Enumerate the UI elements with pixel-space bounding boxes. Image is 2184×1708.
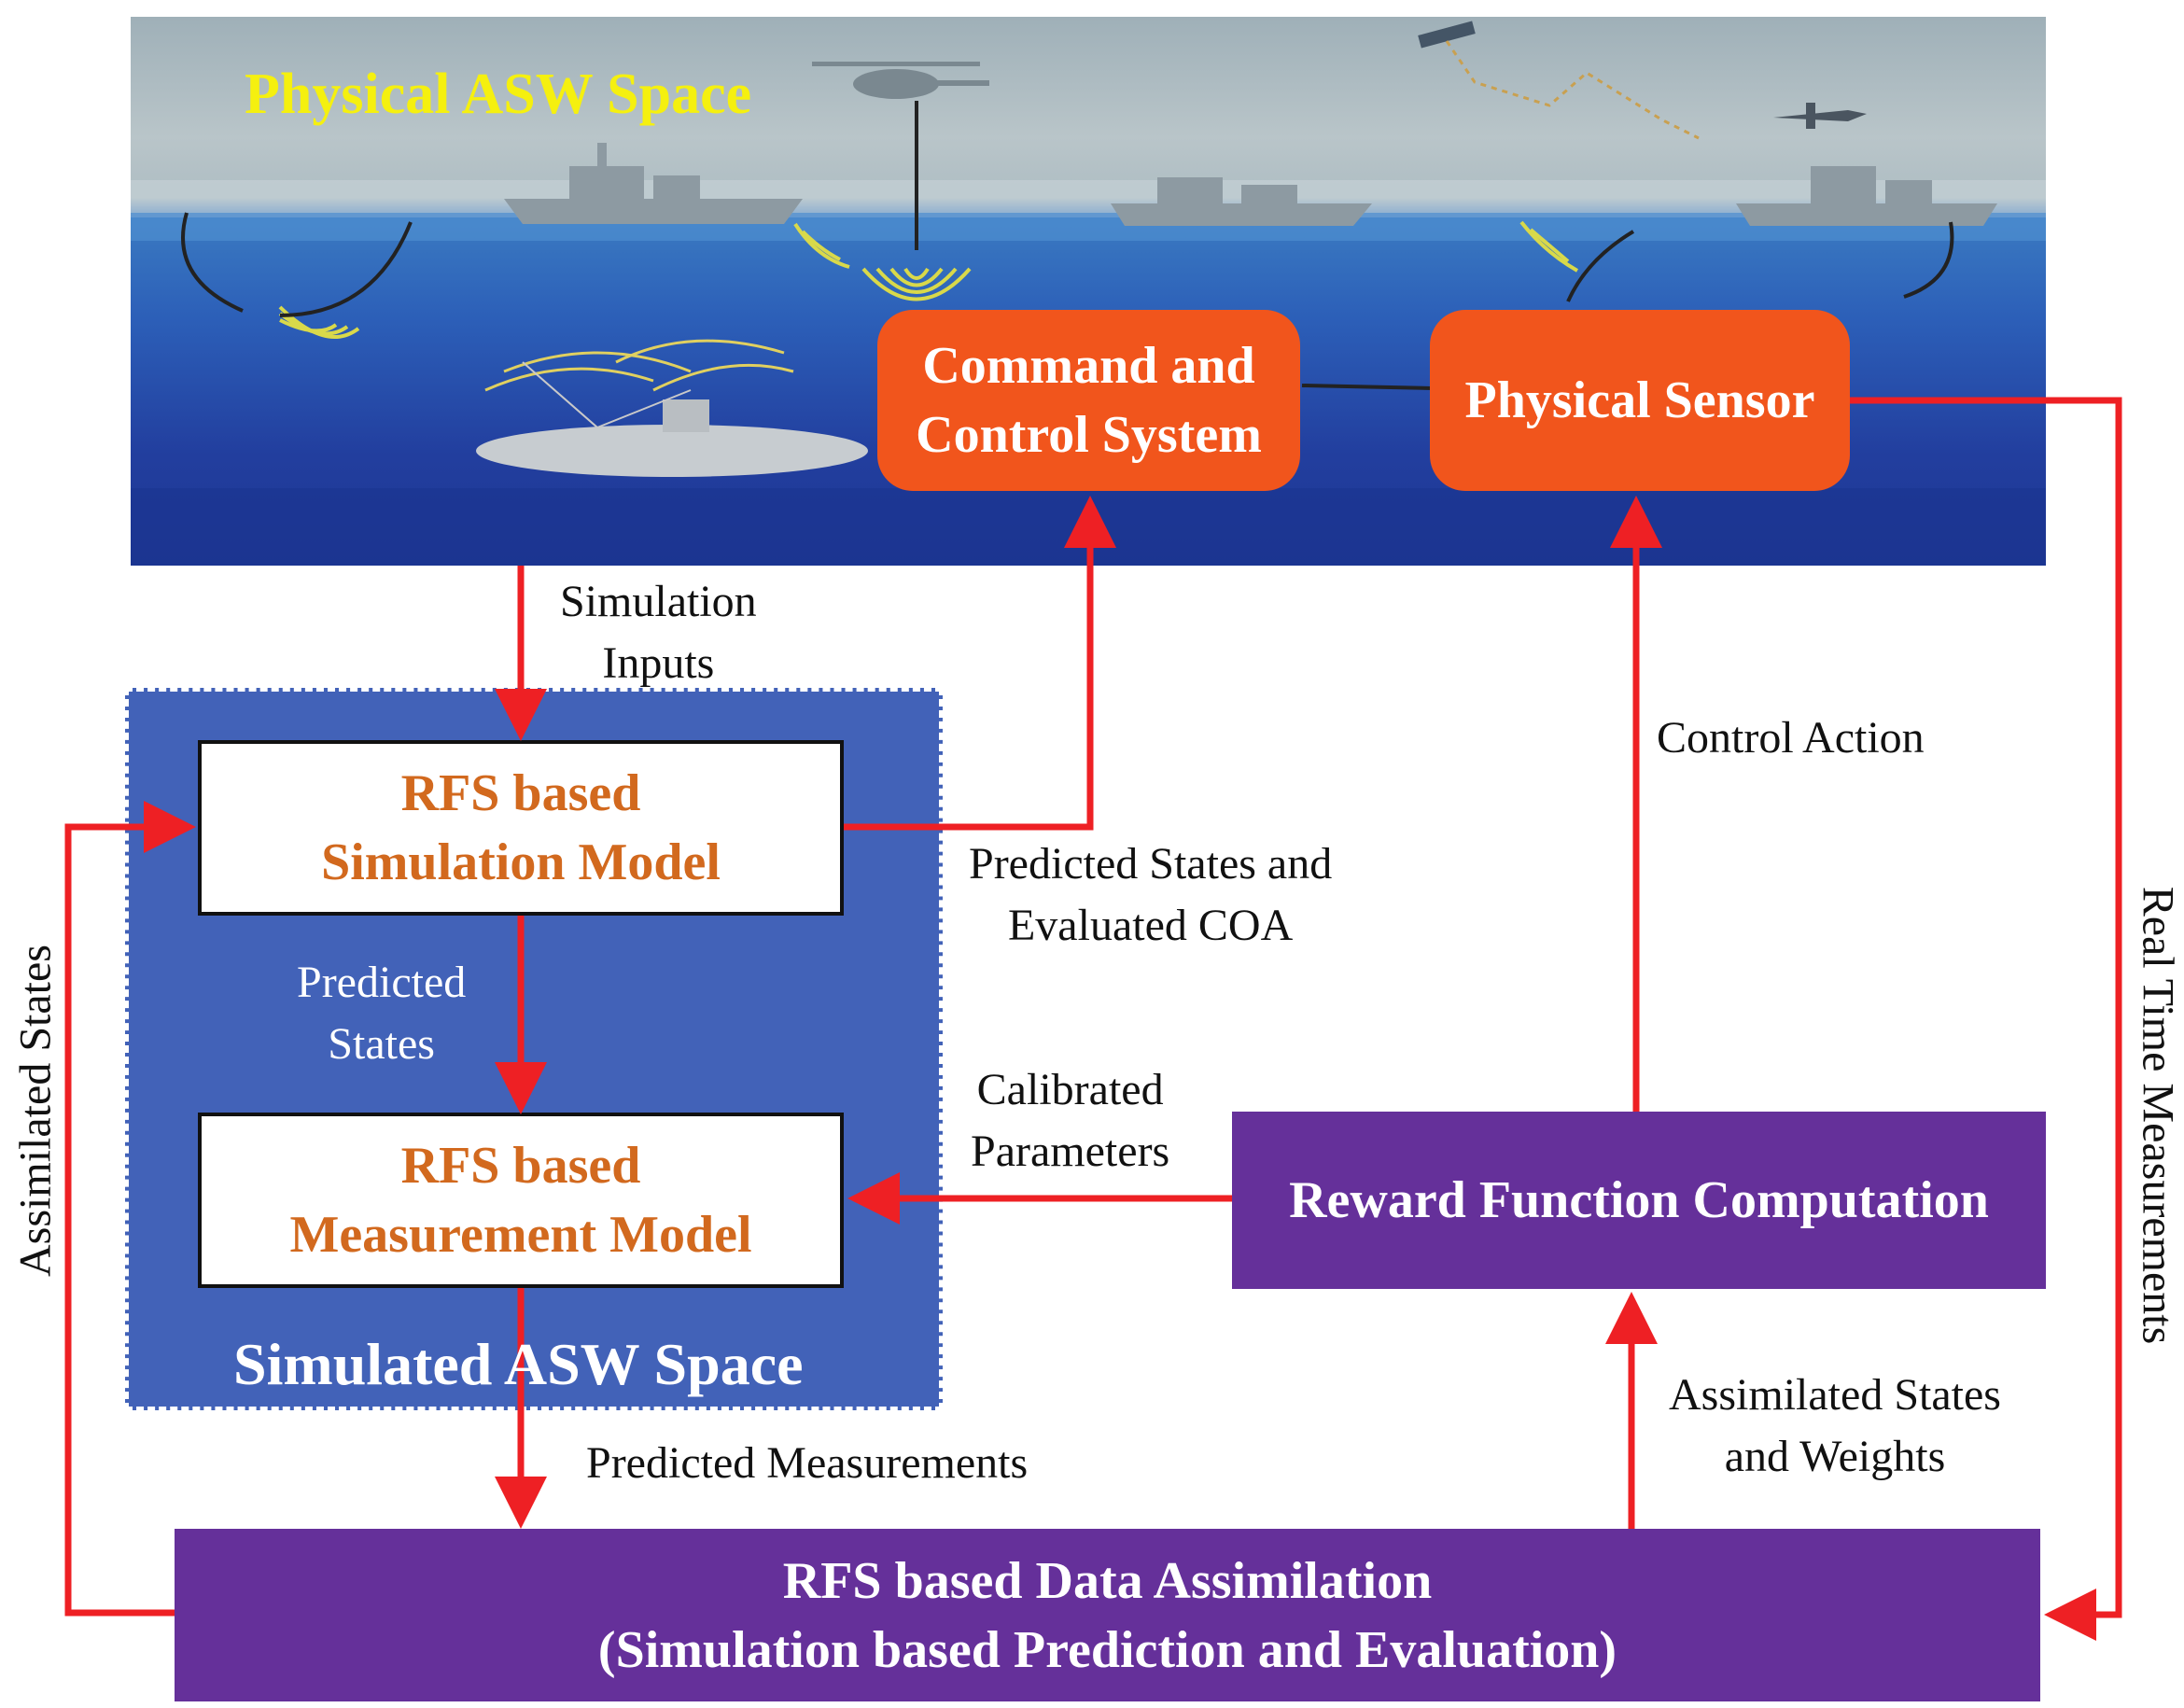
- data-assimilation-node: RFS based Data Assimilation (Simulation …: [175, 1529, 2040, 1701]
- label-predicted-measurements: Predicted Measurements: [586, 1438, 1029, 1488]
- simulation-model-node: RFS based Simulation Model: [198, 740, 844, 916]
- label-control-action: Control Action: [1657, 713, 1925, 763]
- label-predicted-states: Predicted States: [297, 958, 467, 1069]
- arrow-predicted-coa: [844, 496, 1116, 831]
- arrow-assimilated-states: [64, 801, 196, 1617]
- ship-icon: [1736, 166, 1997, 226]
- simulation-model-line1: RFS based: [400, 764, 641, 822]
- data-assimilation-line2: (Simulation based Prediction and Evaluat…: [597, 1620, 1617, 1679]
- measurement-model-line1: RFS based: [400, 1137, 641, 1195]
- command-control-system-node: Command and Control System: [877, 310, 1300, 491]
- label-calibrated-parameters: Calibrated Parameters: [971, 1065, 1170, 1176]
- ship-icon: [504, 143, 803, 224]
- aircraft-icon: [1773, 103, 1867, 129]
- helicopter-icon: [812, 62, 989, 99]
- physical-sensor-label: Physical Sensor: [1464, 371, 1815, 429]
- physical-sensor-node: Physical Sensor: [1430, 310, 1850, 491]
- reward-function-label: Reward Function Computation: [1289, 1171, 1989, 1229]
- label-real-time-measurements: Real Time Measurements: [2133, 886, 2183, 1345]
- data-assimilation-line1: RFS based Data Assimilation: [782, 1551, 1433, 1610]
- ship-icon: [1111, 177, 1372, 226]
- submarine-icon: [476, 399, 868, 477]
- reward-function-node: Reward Function Computation: [1232, 1112, 2046, 1289]
- measurement-model-node: RFS based Measurement Model: [198, 1113, 844, 1288]
- command-control-line2: Control System: [916, 406, 1262, 464]
- command-control-line1: Command and: [922, 337, 1255, 395]
- label-simulation-inputs: Simulation Inputs: [560, 577, 757, 688]
- measurement-model-line2: Measurement Model: [289, 1206, 752, 1264]
- satellite-icon: [1418, 21, 1476, 49]
- label-assimilated-states-weights: Assimilated States and Weights: [1669, 1370, 2001, 1481]
- label-assimilated-states: Assimilated States: [10, 945, 61, 1277]
- simulated-space-title: Simulated ASW Space: [233, 1331, 804, 1397]
- label-predicted-states-coa: Predicted States and Evaluated COA: [969, 839, 1333, 950]
- physical-space-title: Physical ASW Space: [245, 63, 752, 126]
- simulation-model-line2: Simulation Model: [321, 833, 721, 891]
- arrow-real-time-measurements: [1850, 397, 2122, 1641]
